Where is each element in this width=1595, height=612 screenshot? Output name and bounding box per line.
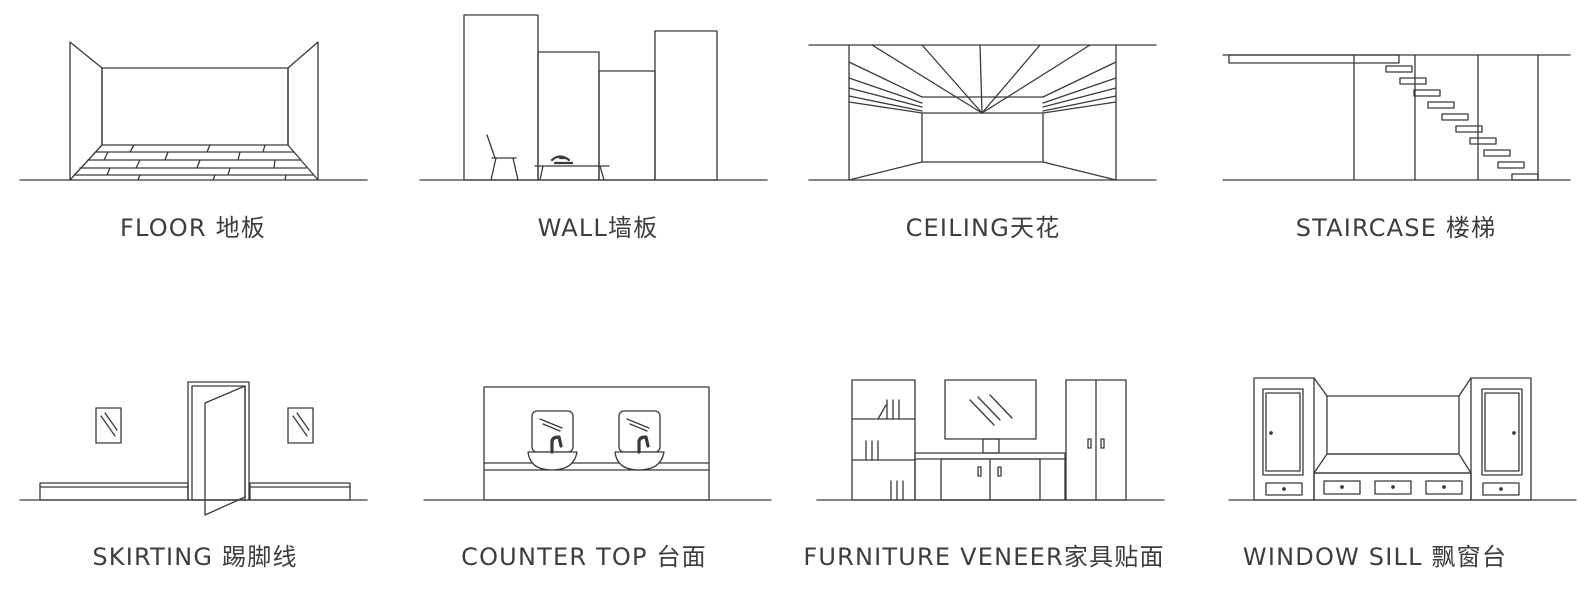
floor-label: FLOOR 地板 — [119, 214, 267, 242]
skirting-label: SKIRTING 踢脚线 — [92, 543, 298, 571]
counter-top-illustration — [424, 387, 771, 500]
staircase-illustration — [1223, 55, 1570, 180]
staircase-label: STAIRCASE 楼梯 — [1295, 214, 1497, 242]
window-sill-illustration — [1229, 378, 1576, 500]
ceiling-illustration — [809, 45, 1156, 180]
furniture-veneer-label: FURNITURE VENEER家具贴面 — [803, 543, 1165, 571]
furniture-veneer-illustration — [817, 380, 1164, 500]
skirting-illustration — [20, 382, 367, 515]
wall-label: WALL墙板 — [537, 214, 659, 242]
counter-top-label: COUNTER TOP 台面 — [461, 543, 707, 571]
ceiling-label: CEILING天花 — [905, 214, 1061, 242]
floor-illustration — [20, 42, 367, 180]
wall-illustration — [420, 15, 767, 180]
window-sill-label: WINDOW SILL 飘窗台 — [1242, 543, 1508, 571]
